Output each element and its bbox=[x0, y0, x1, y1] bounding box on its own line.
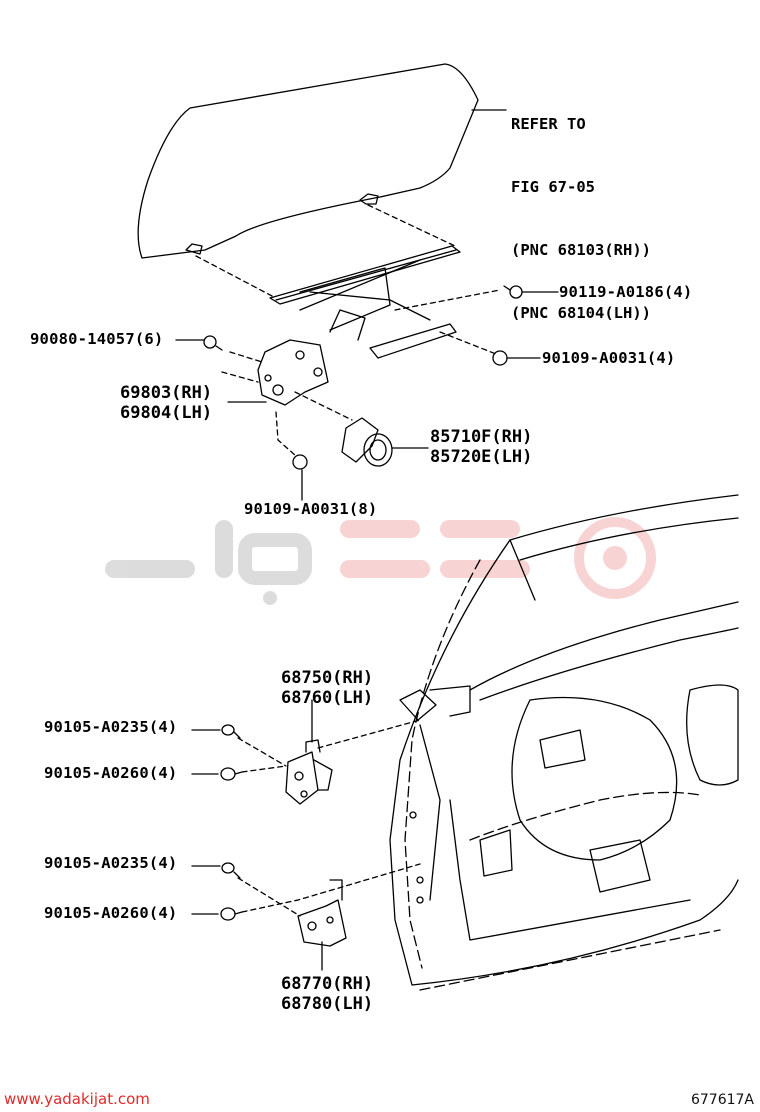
bolt-90080 bbox=[203, 335, 223, 351]
refer-line-2: FIG 67-05 bbox=[511, 178, 595, 196]
upper-hinge bbox=[285, 751, 319, 805]
refer-line-1: REFER TO bbox=[511, 115, 586, 133]
bolt-90105-0235-b bbox=[221, 862, 241, 879]
watermark-logo bbox=[105, 517, 656, 605]
label-90119-a0186[interactable]: 90119-A0186(4) bbox=[559, 283, 693, 301]
refer-line-4: (PNC 68104(LH)) bbox=[511, 304, 651, 322]
bolt-90109-a bbox=[492, 350, 508, 366]
label-90105-a0260-upper[interactable]: 90105-A0260(4) bbox=[44, 764, 178, 782]
refer-line-3: (PNC 68103(RH)) bbox=[511, 241, 651, 259]
label-85720e-lh[interactable]: 85720E(LH) bbox=[430, 447, 533, 467]
bolt-90105-0260-a bbox=[220, 767, 243, 781]
regulator-motor bbox=[341, 417, 379, 463]
window-regulator bbox=[257, 339, 329, 406]
label-90105-a0235-lower[interactable]: 90105-A0235(4) bbox=[44, 854, 178, 872]
door-frame bbox=[509, 494, 739, 541]
label-68770-rh[interactable]: 68770(RH) bbox=[281, 974, 374, 994]
bolt-90105-0235-a bbox=[221, 724, 241, 739]
label-90080-14057[interactable]: 90080-14057(6) bbox=[30, 330, 164, 348]
label-68750-rh[interactable]: 68750(RH) bbox=[281, 668, 374, 688]
bolt-90109-b bbox=[292, 454, 308, 470]
label-90109-a0031-4[interactable]: 90109-A0031(4) bbox=[542, 349, 676, 367]
refer-note: REFER TO FIG 67-05 (PNC 68103(RH)) (PNC … bbox=[511, 72, 651, 345]
label-69803-rh[interactable]: 69803(RH) bbox=[120, 383, 213, 403]
figure-code: 677617A bbox=[690, 1092, 754, 1108]
bolt-90105-0260-b bbox=[220, 907, 243, 921]
label-68760-lh[interactable]: 68760(LH) bbox=[281, 688, 374, 708]
lower-hinge bbox=[297, 899, 347, 947]
website-link[interactable]: www.yadakijat.com bbox=[4, 1090, 150, 1108]
regulator-rail bbox=[269, 245, 461, 305]
label-85710f-rh[interactable]: 85710F(RH) bbox=[430, 427, 533, 447]
label-68780-lh[interactable]: 68780(LH) bbox=[281, 994, 374, 1014]
door-glass bbox=[137, 63, 479, 259]
label-69804-lh[interactable]: 69804(LH) bbox=[120, 403, 213, 423]
label-90109-a0031-8[interactable]: 90109-A0031(8) bbox=[244, 500, 378, 518]
label-90105-a0260-lower[interactable]: 90105-A0260(4) bbox=[44, 904, 178, 922]
label-90105-a0235-upper[interactable]: 90105-A0235(4) bbox=[44, 718, 178, 736]
